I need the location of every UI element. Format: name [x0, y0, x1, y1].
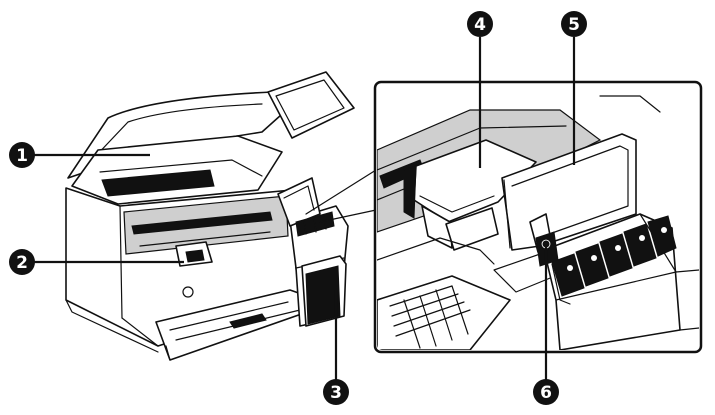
callout-label-5: 5	[568, 15, 580, 35]
callout-label-4: 4	[474, 15, 486, 35]
printer-overview	[65, 71, 377, 361]
callout-badge-3: 3	[323, 379, 349, 405]
callout-badge-5: 5	[561, 11, 587, 37]
callout-label-1: 1	[16, 146, 28, 166]
zoom-detail	[373, 80, 703, 354]
ink-caps	[551, 215, 677, 297]
callout-badge-6: 6	[533, 379, 559, 405]
callout-label-6: 6	[540, 383, 552, 403]
callout-badge-4: 4	[467, 11, 493, 37]
callout-label-2: 2	[16, 253, 28, 273]
callout-badge-1: 1	[9, 142, 35, 168]
callout-badge-2: 2	[9, 249, 35, 275]
callout-label-3: 3	[330, 383, 342, 403]
zoom-connector	[305, 169, 377, 223]
